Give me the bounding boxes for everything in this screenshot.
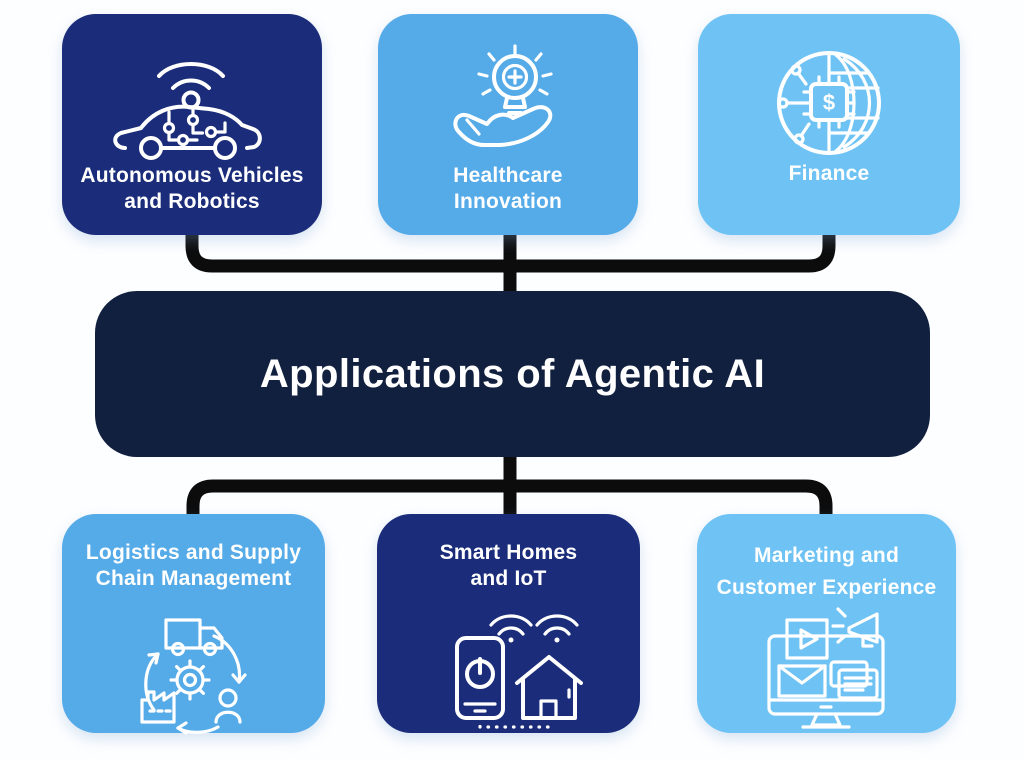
node-label-autonomous: Autonomous Vehicles and Robotics xyxy=(80,163,304,213)
node-smart-homes-iot: Smart Homes and IoT xyxy=(377,514,640,733)
node-label-smart-homes: Smart Homes and IoT xyxy=(439,541,578,591)
node-autonomous-vehicles: Autonomous Vehicles and Robotics xyxy=(62,14,322,235)
node-label-healthcare: Healthcare Innovation xyxy=(453,163,563,213)
globe-circuit-chip-icon: $ xyxy=(766,40,892,166)
node-healthcare-innovation: Healthcare Innovation xyxy=(378,14,638,235)
node-label-finance: Finance xyxy=(788,161,870,185)
node-label-logistics: Logistics and Supply Chain Management xyxy=(85,541,302,591)
hand-holding-medical-bulb-icon xyxy=(443,42,573,168)
node-finance: $ Finance xyxy=(698,14,960,235)
connected-car-wifi-icon xyxy=(99,50,284,168)
svg-text:$: $ xyxy=(823,90,835,115)
monitor-envelope-megaphone-icon xyxy=(751,606,901,732)
node-logistics-supply-chain: Logistics and Supply Chain Management xyxy=(62,514,325,736)
smartphone-smart-house-wifi-icon xyxy=(433,610,583,732)
node-marketing-customer-experience: Marketing and Customer Experience xyxy=(697,514,956,733)
node-label-marketing: Marketing and Customer Experience xyxy=(716,544,937,599)
node-center-applications: Applications of Agentic AI xyxy=(95,291,930,457)
diagram-title: Applications of Agentic AI xyxy=(259,351,766,396)
truck-gear-factory-person-cycle-icon xyxy=(130,610,256,736)
